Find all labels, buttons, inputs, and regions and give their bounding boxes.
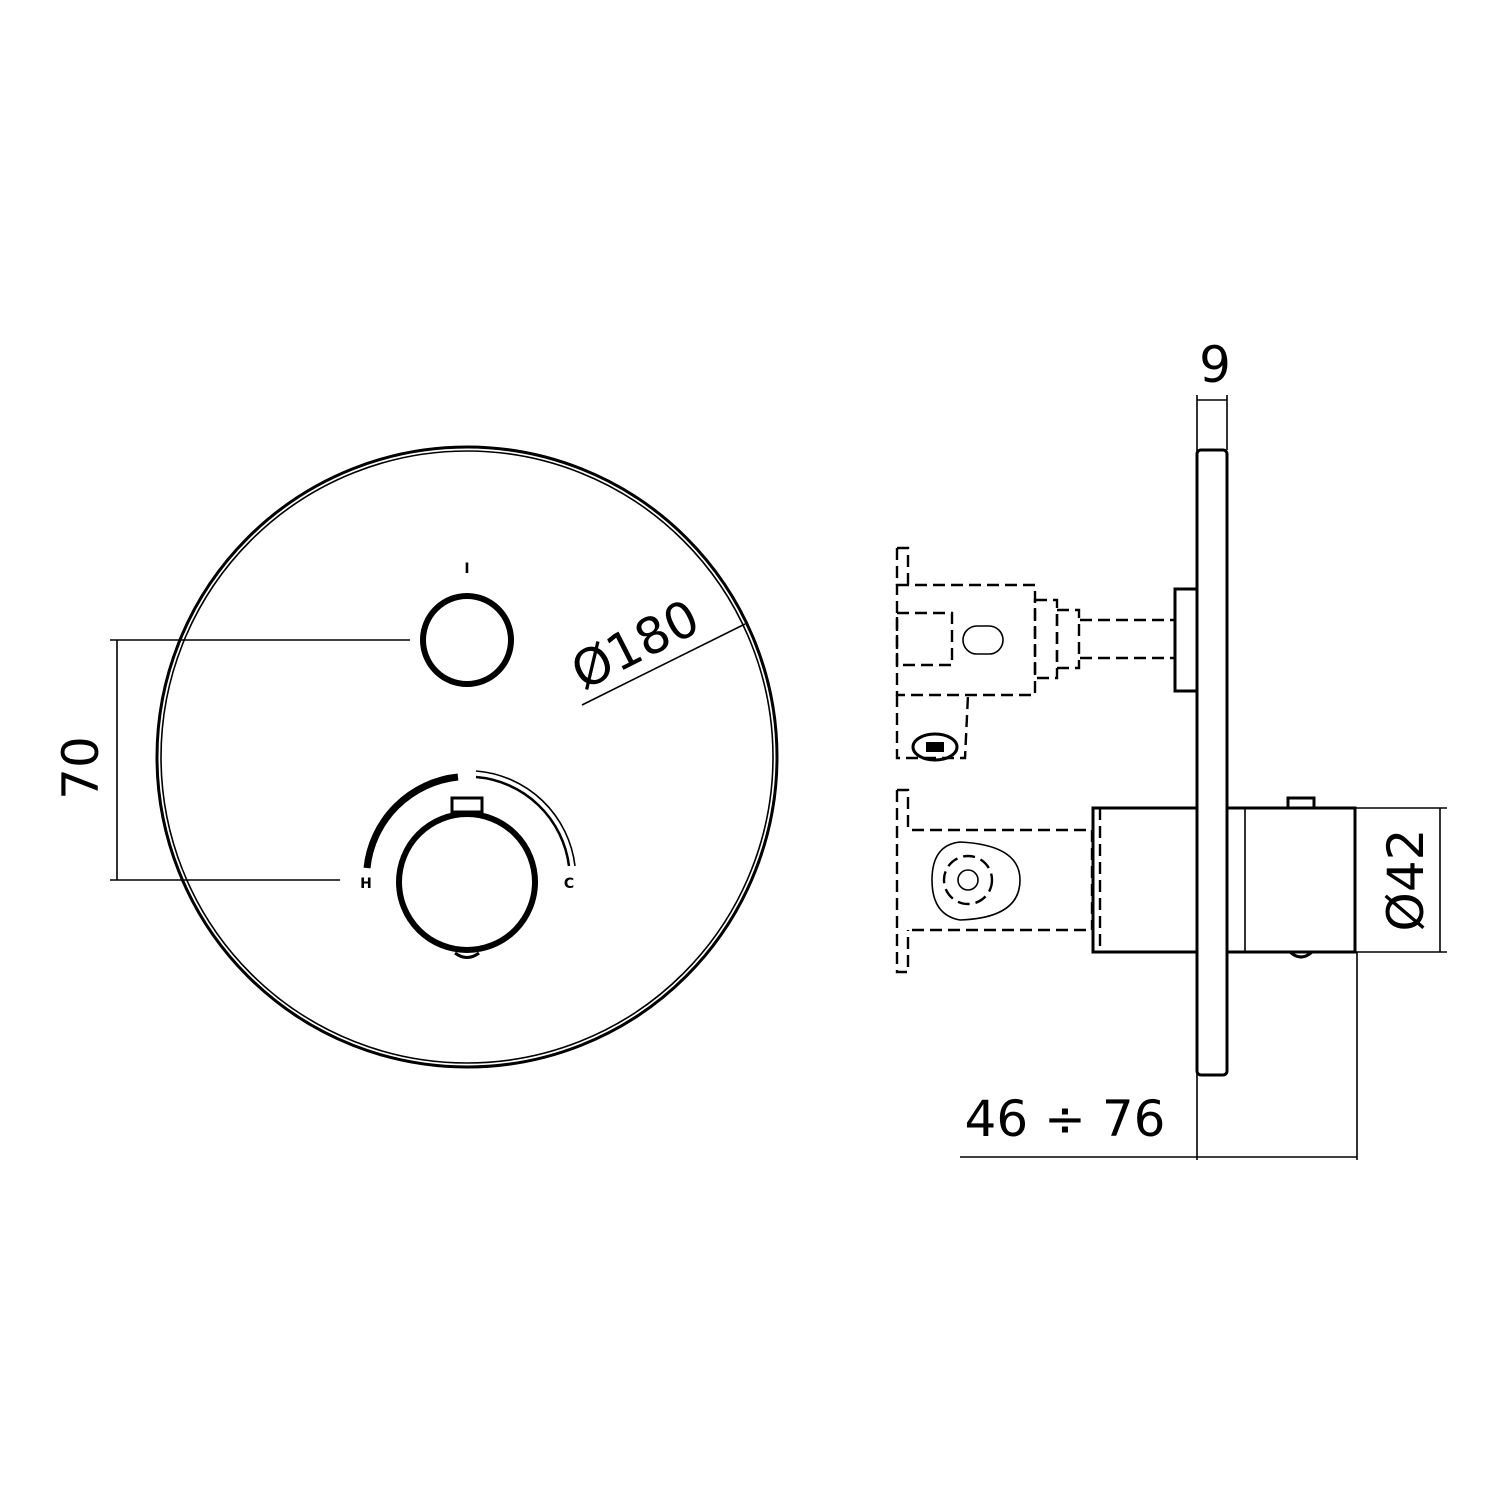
side-cover-plate [1195, 448, 1229, 1077]
dim-depth-label: 46 ÷ 76 [965, 1090, 1166, 1148]
cartridge-center [957, 869, 979, 891]
upper-port [962, 625, 1004, 655]
marking-top: I [464, 561, 469, 577]
marking-cold: C [564, 876, 574, 892]
handle-bottom-nub [1288, 950, 1314, 959]
front-view: I H C 70 Ø180 [52, 445, 779, 1069]
upper-inlet [895, 611, 954, 667]
thermostat-knob [396, 811, 538, 953]
dim-handle-diameter-label: Ø42 [1377, 829, 1435, 932]
marking-hot: H [360, 876, 372, 892]
dim-diameter-label: Ø180 [562, 588, 708, 701]
inlet-fitting [911, 732, 959, 762]
dim-180-leader [581, 623, 746, 706]
thermostat-handle [1225, 806, 1357, 954]
diverter-flange [1173, 587, 1199, 693]
diverter-stem [1080, 618, 1175, 660]
lower-housing [912, 828, 1094, 932]
upper-bracket [895, 546, 910, 585]
lower-inlet-housing [895, 694, 970, 760]
upper-housing [895, 583, 1037, 697]
lower-bracket [895, 788, 910, 974]
dim-spacing-label: 70 [52, 736, 110, 800]
diverter-nut-inner [1055, 608, 1081, 670]
knob-indicator-tab [450, 796, 484, 814]
cover-plate-inner-edge [160, 450, 774, 1064]
knob-bottom-nub [454, 951, 480, 959]
inlet-slot [926, 742, 944, 752]
diverter-knob [420, 593, 514, 687]
cartridge-seat [931, 841, 1021, 921]
handle-indicator-tab [1286, 796, 1316, 810]
cartridge-dashed [942, 854, 994, 906]
dim-thickness-label: 9 [1199, 336, 1231, 394]
cover-plate [155, 445, 779, 1069]
side-view: 9 Ø42 46 ÷ 76 [895, 336, 1447, 1160]
thermostat-sleeve [1091, 806, 1199, 954]
cold-arc [475, 775, 571, 867]
cold-arc-outline [475, 770, 576, 867]
hot-arc [363, 773, 459, 869]
diverter-nut [1033, 598, 1059, 680]
